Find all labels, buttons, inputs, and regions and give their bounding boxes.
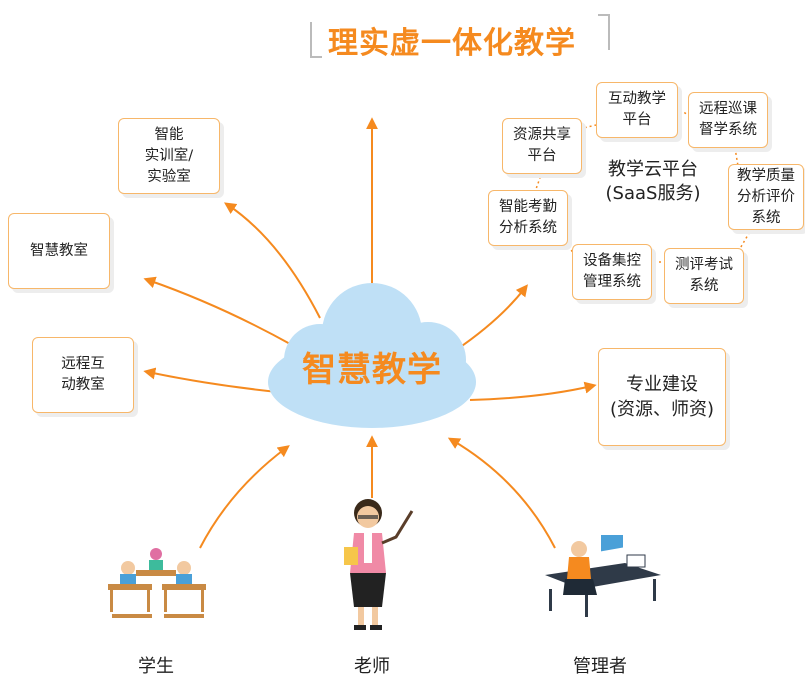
arrow-to-professional	[469, 381, 597, 401]
center-cloud	[268, 283, 476, 428]
node-smart-classroom: 智慧教室	[8, 213, 110, 289]
module-remote-inspection: 远程巡课 督学系统	[688, 92, 768, 148]
module-resource-sharing: 资源共享 平台	[502, 118, 582, 174]
role-students: 学生	[138, 656, 174, 677]
arrow-to-classroom	[143, 276, 293, 346]
diagram-title: 理实虚一体化教学	[310, 14, 610, 61]
arrow-from-students	[199, 445, 290, 549]
role-administrator: 管理者	[573, 656, 627, 677]
module-assessment-exam: 测评考试 系统	[664, 248, 744, 304]
role-teacher: 老师	[354, 656, 390, 677]
module-smart-attendance: 智能考勤 分析系统	[488, 190, 568, 246]
administrator-illustration	[545, 535, 661, 617]
node-remote-classroom: 远程互 动教室	[32, 337, 134, 413]
node-professional-development: 专业建设 (资源、师资)	[598, 348, 726, 446]
arrow-from-admin	[447, 437, 556, 549]
teacher-illustration	[344, 499, 414, 630]
arrow-to-lab	[224, 202, 321, 319]
arrow-to-cloud-platform	[455, 284, 528, 351]
cloud-platform-label: 教学云平台 (SaaS服务)	[605, 159, 701, 204]
module-quality-evaluation: 教学质量 分析评价 系统	[728, 164, 804, 230]
node-smart-lab: 智能 实训室/ 实验室	[118, 118, 220, 194]
title-text: 理实虚一体化教学	[328, 26, 576, 61]
center-label: 智慧教学	[302, 350, 442, 390]
students-illustration	[108, 548, 206, 618]
module-device-control: 设备集控 管理系统	[572, 244, 652, 300]
title-bracket-right	[598, 14, 610, 50]
platform-dotted-ring	[534, 109, 753, 263]
module-interactive-teaching: 互动教学 平台	[596, 82, 678, 138]
arrow-to-remote-room	[143, 367, 279, 393]
title-bracket-left	[310, 22, 322, 58]
